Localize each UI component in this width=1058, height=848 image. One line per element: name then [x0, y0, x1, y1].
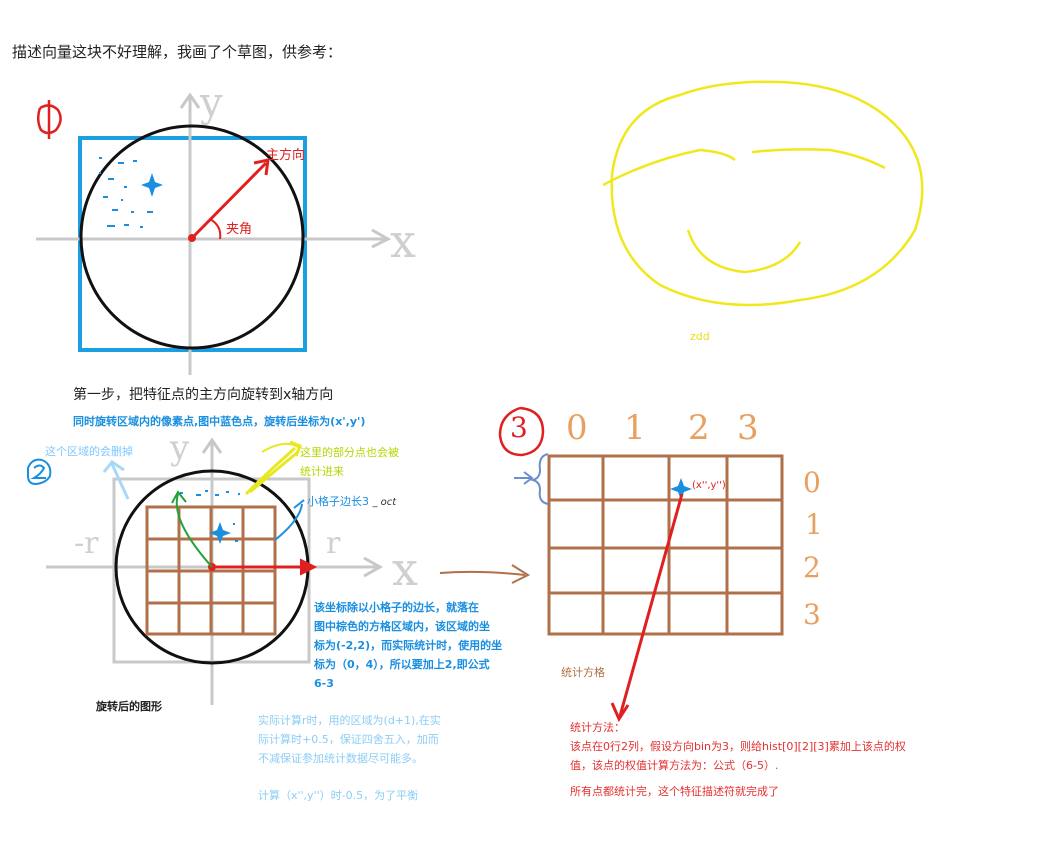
step3-number: 3 [510, 411, 528, 444]
stat-done: 所有点都统计完，这个特征描述符就完成了 [570, 785, 779, 798]
grid-label: 统计方格 [561, 666, 605, 679]
stat-desc-line2: 值，该点的权值计算方法为：公式（6-5）. [570, 759, 779, 772]
main-direction-vector [190, 161, 268, 240]
point-star [670, 478, 692, 500]
row-label-1: 1 [805, 508, 823, 541]
step1-caption: 第一步，把特征点的主方向旋转到x轴方向 [73, 387, 334, 403]
mouth [686, 229, 802, 274]
main-direction-label: 主方向 [266, 148, 306, 163]
subcell-text: 小格子边长3 [307, 495, 369, 508]
rotated-blue-points [180, 490, 240, 542]
panel2-neg-r-label: -r [74, 526, 99, 561]
keypoint-origin [188, 234, 196, 242]
brace-pointer [514, 471, 534, 485]
coord-note-line: 图中棕色的方格区域内，该区域的坐 [314, 620, 490, 633]
calc-note-line: 不减保证参加统计数据尽可能多。 [258, 752, 423, 765]
smiley-face-sketch [602, 80, 924, 307]
step2-number-mark [27, 458, 52, 486]
statistic-grid [547, 454, 784, 636]
panel2-r-label: r [326, 526, 341, 561]
green-arc-arrowhead [171, 490, 187, 504]
panel-2-rotated [27, 437, 531, 705]
gradient-arrowhead [610, 702, 630, 723]
subcell-suffix: _ oct [372, 497, 397, 508]
x-axis-arrowhead [371, 228, 392, 249]
col-label-2: 2 [688, 408, 710, 448]
panel1-x-label: x [390, 214, 416, 268]
row-label-0: 0 [803, 466, 821, 499]
row-brace [529, 453, 549, 505]
yellow-curve [261, 442, 301, 453]
angle-label: 夹角 [226, 222, 253, 237]
yellow-highlight-arrow [244, 440, 302, 496]
rotated-main-direction-arrowhead [299, 558, 318, 576]
calc-note-2: 计算（x'',y''）时-0.5，为了平衡 [258, 789, 419, 802]
stat-desc-line1: 该点在0行2列，假设方向bin为3，则给hist[0][2][3]累加上该点的权 [570, 740, 906, 753]
coord-note: 该坐标除以小格子的边长，就落在 图中棕色的方格区域内，该区域的坐 标为(-2,2… [314, 598, 502, 693]
coord-note-line: 6-3 [314, 677, 334, 690]
delete-note: 这个区域的会删掉 [45, 445, 133, 458]
col-label-3: 3 [737, 408, 759, 448]
stat-title: 统计方法： [570, 721, 625, 734]
y-axis-arrowhead [179, 92, 201, 109]
intro-text: 描述向量这块不好理解，我画了个草图，供参考： [12, 43, 343, 61]
coord-note-line: 标为(-2,2)，而实际统计时，使用的坐 [314, 639, 503, 652]
point-label: (x'',y'') [692, 480, 726, 491]
rotated-blue-star [209, 522, 231, 544]
step3-circle-mark [498, 406, 545, 457]
partial-note-line1: 这里的部分点也会被 [300, 446, 399, 459]
subcell-label: 小格子边长3 _ oct [307, 493, 396, 509]
sample-circle [79, 124, 305, 350]
face-outline [610, 80, 924, 307]
connector-arrow [439, 570, 526, 576]
panel2-x-label: x [392, 542, 418, 596]
row-label-2: 2 [803, 551, 821, 584]
panel2-y-label: y [170, 428, 190, 468]
left-eyebrow [602, 148, 736, 187]
calc-note: 实际计算r时，用的区域为(d+1),在实 际计算时+0.5，保证四舍五入，加而 … [258, 711, 441, 768]
partial-note: 这里的部分点也会被 统计进来 [300, 443, 399, 481]
y-axis-2-arrowhead [201, 437, 223, 454]
panel-1-rotation [36, 92, 392, 375]
row-label-3: 3 [803, 598, 821, 631]
blue-pixel-points [99, 157, 153, 228]
rotate-note: 同时旋转区域内的像素点,图中蓝色点，旋转后坐标为(x',y') [73, 415, 366, 428]
green-rotation-arc [175, 493, 213, 568]
blue-point-star [141, 173, 163, 197]
rotated-caption: 旋转后的图形 [96, 700, 162, 713]
partial-note-line2: 统计进来 [300, 465, 344, 478]
coord-note-line: 标为（0，4），所以要加上2,即公式 [314, 658, 490, 671]
panel-3-histogram-grid [498, 406, 784, 723]
calc-note-line: 际计算时+0.5，保证四舍五入，加而 [258, 733, 439, 746]
angle-arc [209, 218, 222, 240]
connector-arrowhead [511, 564, 531, 584]
delete-region-arrow [102, 459, 130, 500]
right-eyebrow [751, 148, 886, 170]
gradient-vector [618, 493, 684, 717]
calc-note-line: 实际计算r时，用的区域为(d+1),在实 [258, 714, 441, 727]
step1-number-mark [37, 100, 62, 139]
x-axis-2-arrowhead [363, 556, 384, 578]
coord-note-line: 该坐标除以小格子的边长，就落在 [314, 601, 479, 614]
stat-desc: 该点在0行2列，假设方向bin为3，则给hist[0][2][3]累加上该点的权… [570, 737, 906, 775]
subcell-pointer [274, 499, 305, 541]
col-label-0: 0 [566, 408, 588, 448]
signature: zdd [690, 330, 710, 343]
panel1-y-label: y [200, 80, 223, 126]
main-direction-arrowhead [253, 158, 270, 176]
col-label-1: 1 [624, 408, 646, 448]
sample-region-square [78, 136, 307, 352]
brown-subgrid [145, 505, 277, 636]
